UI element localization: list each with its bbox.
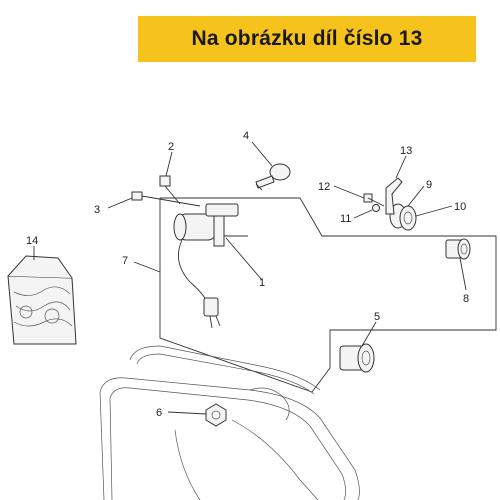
callout-1: 1 <box>259 277 265 289</box>
callout-6: 6 <box>156 407 162 419</box>
part-1-lock-actuator <box>173 203 248 329</box>
callout-9: 9 <box>426 179 432 191</box>
title-banner: Na obrázku díl číslo 13 <box>138 16 476 62</box>
callout-12: 12 <box>318 181 330 193</box>
callout-2: 2 <box>168 141 174 153</box>
callout-14: 14 <box>26 235 38 247</box>
part-5-lock-barrel <box>339 343 375 373</box>
part-13-lever <box>385 177 403 215</box>
part-12-screw <box>363 193 385 207</box>
body-panel <box>99 345 360 500</box>
part-11-washer <box>372 204 380 212</box>
leader-lines <box>33 141 467 415</box>
callout-10: 10 <box>454 201 466 213</box>
part-6-nut <box>205 403 227 427</box>
callout-5: 5 <box>374 311 380 323</box>
callout-3: 3 <box>94 204 100 216</box>
part-14-pouch <box>7 255 77 345</box>
callout-13: 13 <box>400 145 412 157</box>
page-title: Na obrázku díl číslo 13 <box>191 27 423 50</box>
part-8-cylinder <box>445 238 471 260</box>
part-9-ring <box>389 203 417 231</box>
callout-4: 4 <box>243 130 249 142</box>
part-2-bolt <box>159 175 181 205</box>
assembly-frame <box>159 197 497 393</box>
callout-7: 7 <box>122 255 128 267</box>
callout-11: 11 <box>340 213 351 225</box>
part-3-screw <box>131 191 201 207</box>
callout-8: 8 <box>463 293 469 305</box>
part-4-key <box>255 163 291 191</box>
